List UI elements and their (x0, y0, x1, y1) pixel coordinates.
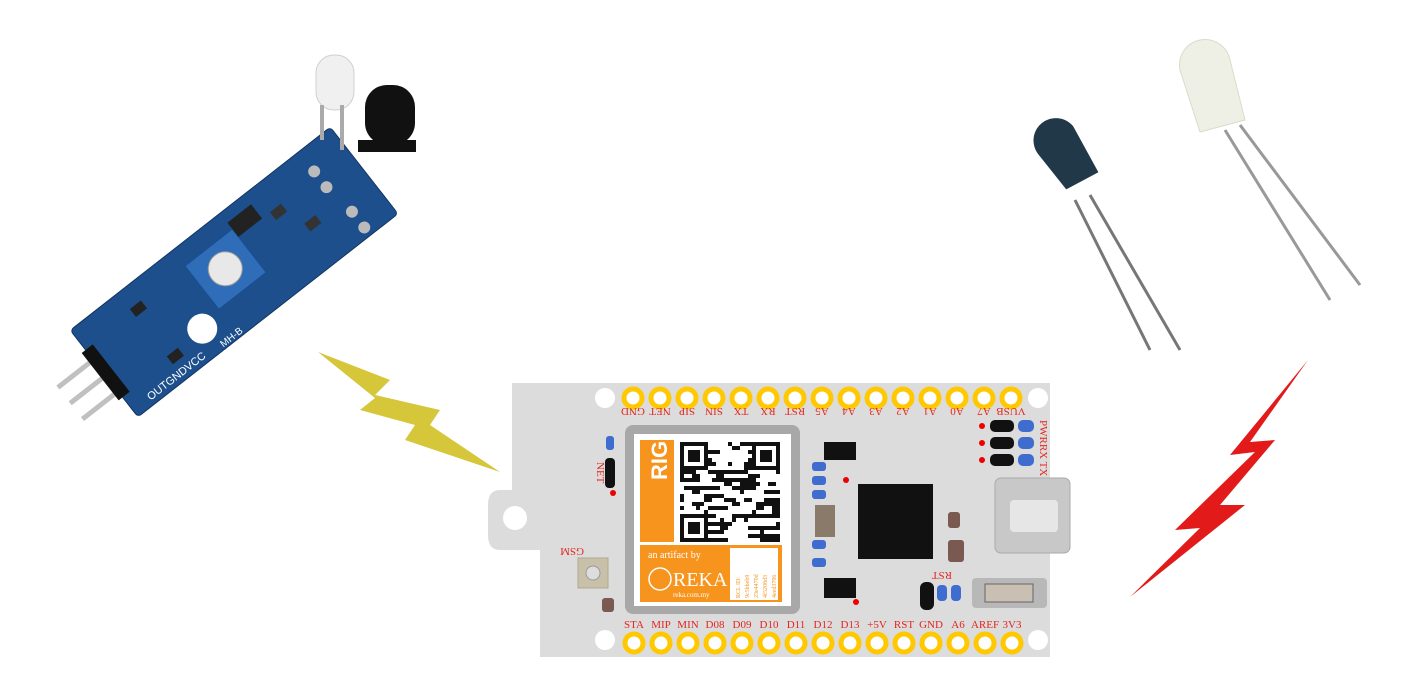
pin-pad (1000, 631, 1024, 655)
ir-sensor-module: OUTGNDVCC MH-B (56, 128, 397, 422)
lightning-bolt-right-icon (1130, 360, 1308, 597)
bottom-pin-label: +5V (867, 619, 887, 631)
pin-pad (649, 631, 673, 655)
bottom-pin-label: D12 (814, 619, 833, 631)
pin-pad (838, 631, 862, 655)
pin-pad (810, 386, 834, 410)
ir-led-clear (315, 54, 355, 150)
top-pin-label: A3 (869, 405, 883, 417)
top-pin-label: A1 (923, 405, 936, 417)
pin-pad (892, 631, 916, 655)
pin-pad (811, 631, 835, 655)
bottom-pin-label: STA (624, 619, 644, 631)
pin-pad (973, 631, 997, 655)
pin-pad (945, 386, 969, 410)
bottom-pin-label: D08 (706, 619, 725, 631)
top-pin-label: GND (621, 405, 645, 417)
rcl-id-line: 4eed3796 (772, 575, 778, 598)
top-pin-label: TX (734, 405, 749, 417)
top-pin-label: SIP (679, 405, 695, 417)
bottom-pin-row: STA MIP MIN D08 D09 D10 D11 D12 D13 +5V RST GND A6 AR… (622, 619, 1024, 655)
lightning-bolt-left-icon (318, 352, 500, 472)
top-pin-label: A2 (896, 405, 909, 417)
rig-logo: RIG (647, 441, 672, 480)
brand-text: REKA (673, 569, 728, 591)
top-pin-label: A0 (950, 405, 964, 417)
reset-button[interactable] (984, 583, 1034, 603)
bottom-pin-label: RST (894, 619, 914, 631)
microcontroller-chip (858, 484, 933, 559)
pin-pad (864, 386, 888, 410)
pin-pad (756, 386, 780, 410)
pin-pad (891, 386, 915, 410)
rig-board: RIG an artifact by REKA reka.com.my RCL … (488, 383, 1071, 657)
bottom-pin-label: D09 (733, 619, 752, 631)
top-pin-label: SIN (705, 405, 723, 417)
top-pin-label: NET (649, 405, 671, 417)
top-pin-label: VUSB (996, 405, 1025, 417)
top-pin-label: RX (760, 405, 775, 417)
ir-led-white (1179, 39, 1362, 301)
brand-url: reka.com.my (673, 591, 710, 599)
pin-pad (648, 386, 672, 410)
bottom-pin-label: D13 (841, 619, 860, 631)
bottom-pin-label: D10 (760, 619, 779, 631)
bottom-pin-label: 3V3 (1003, 619, 1022, 631)
rcl-id-line: 9c5bbeb9 (745, 575, 751, 598)
pin-pad (622, 631, 646, 655)
pin-pad (783, 386, 807, 410)
bottom-pin-label: MIN (677, 619, 698, 631)
pin-pad (621, 386, 645, 410)
side-label: PWRRX TX (1037, 420, 1049, 476)
pin-pad (837, 386, 861, 410)
pin-pad (919, 631, 943, 655)
qr-code (678, 440, 780, 542)
top-pin-row: GND NET SIP SIN TX RX RST A5 A4 A3 A2 A1 A0 A7 VUSB (621, 386, 1026, 417)
top-pin-label: RST (785, 405, 805, 417)
rcl-id-label: RCL ID: (736, 577, 742, 598)
bottom-pin-label: A6 (951, 619, 965, 631)
top-pin-label: A5 (815, 405, 829, 417)
bottom-pin-label: MIP (651, 619, 671, 631)
pin-pad (729, 386, 753, 410)
bottom-pin-label: D11 (787, 619, 806, 631)
rcl-id-line: 23e4470d (754, 574, 760, 598)
ir-receiver-black (358, 85, 416, 152)
pin-pad (730, 631, 754, 655)
net-label: NET (594, 462, 606, 484)
artifact-text: an artifact by (648, 550, 701, 561)
pin-pad (946, 631, 970, 655)
rst-label: RST (932, 569, 952, 581)
pin-pad (757, 631, 781, 655)
pin-pad (703, 631, 727, 655)
pin-pad (784, 631, 808, 655)
top-pin-label: A7 (977, 405, 991, 417)
bottom-pin-label: AREF (971, 619, 999, 631)
pin-pad (675, 386, 699, 410)
pin-pad (972, 386, 996, 410)
pin-pad (702, 386, 726, 410)
pin-pad (999, 386, 1023, 410)
pin-pad (676, 631, 700, 655)
bottom-pin-label: GND (919, 619, 943, 631)
top-pin-label: A4 (842, 405, 856, 417)
ir-led-dark (1033, 118, 1182, 351)
pin-pad (865, 631, 889, 655)
gsm-label: GSM (560, 545, 584, 557)
pin-pad (918, 386, 942, 410)
rcl-id-line: 4f5208d3 (762, 575, 769, 598)
